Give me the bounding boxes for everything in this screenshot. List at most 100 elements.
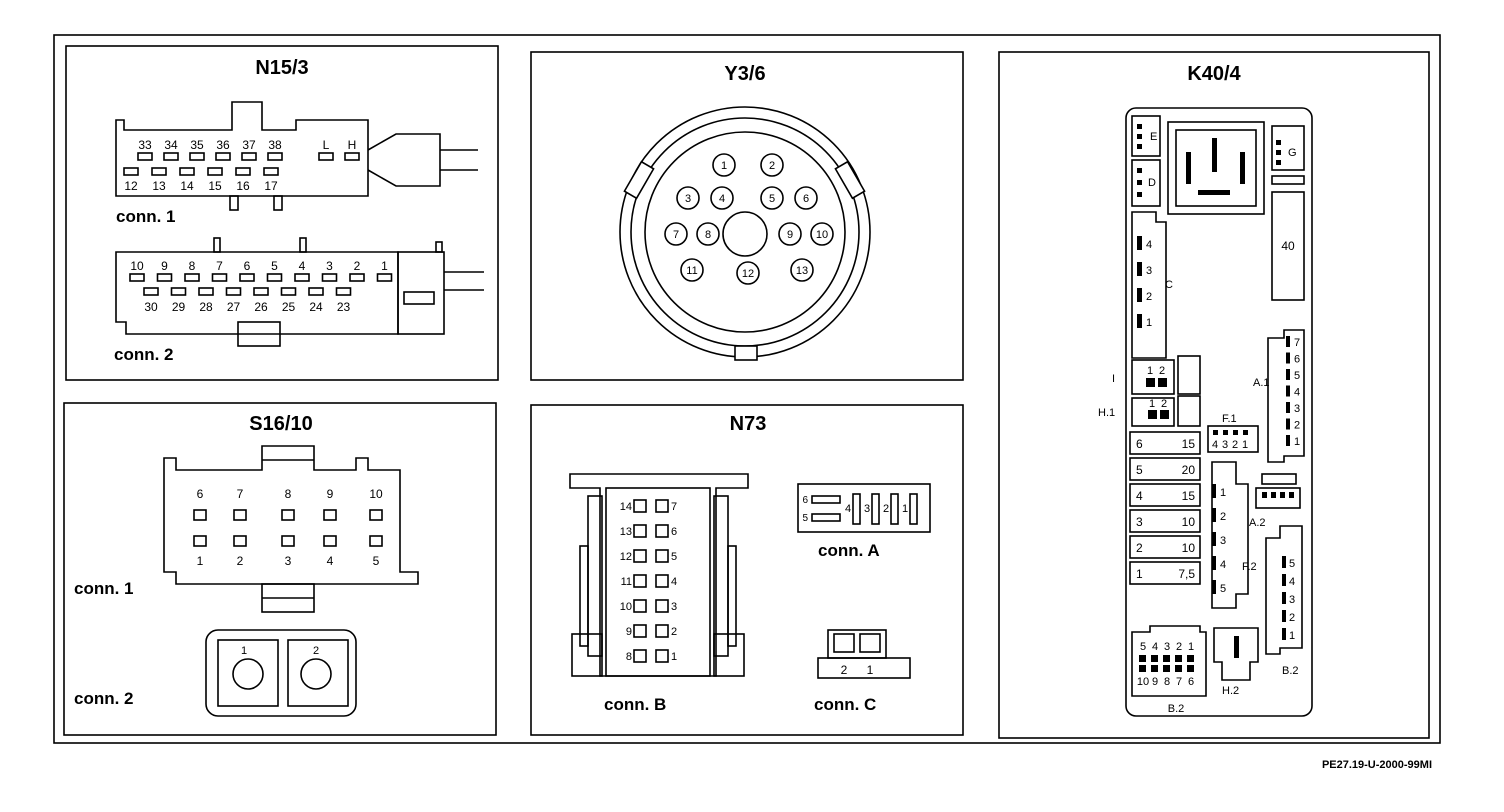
pin — [1243, 430, 1248, 435]
pin-label: 7 — [1294, 337, 1300, 349]
pin-label: 8 — [705, 229, 711, 241]
pin — [633, 599, 647, 613]
panel-title: S16/10 — [249, 413, 312, 435]
pin — [335, 287, 352, 296]
pin — [1137, 314, 1142, 328]
pin-label: 9 — [787, 229, 793, 241]
pin — [655, 499, 669, 513]
pin-label: 5 — [373, 554, 380, 568]
pin — [794, 186, 818, 210]
pin-label: 2 — [1146, 291, 1152, 303]
pin — [193, 509, 207, 521]
pin — [1139, 665, 1146, 672]
pin-label: 6 — [802, 495, 808, 506]
pin — [323, 509, 337, 521]
pin-label: 4 — [1212, 439, 1218, 451]
pin-label: 13 — [152, 179, 166, 193]
pin-label: 1 — [1242, 439, 1248, 451]
pin-label: 12 — [124, 179, 138, 193]
pin-label: 1 — [1294, 436, 1300, 448]
pin-label: 26 — [254, 300, 268, 314]
pin — [760, 186, 784, 210]
pin — [193, 535, 207, 547]
panel-title: N73 — [730, 413, 767, 435]
pin — [712, 153, 736, 177]
panel-title: N15/3 — [255, 57, 308, 79]
pin-label: 7 — [671, 501, 677, 513]
pin — [294, 273, 310, 282]
pin — [1286, 336, 1290, 347]
pin-label: 24 — [309, 300, 323, 314]
pin — [680, 258, 704, 282]
pin — [736, 261, 760, 285]
pin — [198, 287, 214, 296]
pin-label: 2 — [1161, 398, 1167, 410]
pin — [1137, 288, 1142, 302]
pin — [696, 222, 720, 246]
pin — [1146, 378, 1155, 387]
pin-label: 25 — [282, 300, 296, 314]
fuse — [1129, 561, 1201, 585]
k40-board — [1125, 107, 1313, 717]
panel-title: K40/4 — [1187, 63, 1241, 85]
pin-label: 5 — [1294, 370, 1300, 382]
panel-frame — [63, 402, 497, 736]
pin-label: 10 — [620, 601, 632, 613]
pin-label: 3 — [1294, 403, 1300, 415]
pin — [321, 273, 338, 282]
pin-label: 7 — [673, 229, 679, 241]
pin-label: 3 — [1222, 439, 1228, 451]
pin-label: 17 — [264, 179, 278, 193]
pin-label: 2 — [1294, 420, 1300, 432]
pin — [233, 509, 247, 521]
k40-label-b2-right: B.2 — [1282, 665, 1299, 677]
k40-connector-h1 — [1131, 397, 1175, 427]
fuse-rating: 10 — [1182, 541, 1196, 555]
pin — [129, 273, 145, 282]
pin — [633, 549, 647, 563]
pin-label: 2 — [237, 554, 244, 568]
pin — [1212, 484, 1216, 498]
pin-label: 9 — [1152, 676, 1158, 688]
pin — [1148, 410, 1157, 419]
connector-label: conn. B — [604, 695, 666, 714]
pin-label: 6 — [671, 526, 677, 538]
pin — [189, 152, 205, 161]
pin-label: 7 — [216, 259, 223, 273]
pin — [215, 152, 231, 161]
pin-label: 2 — [841, 663, 848, 677]
pin — [655, 524, 669, 538]
pin-label: 2 — [1289, 612, 1295, 624]
pin — [1212, 580, 1216, 594]
pin — [633, 649, 647, 663]
pin — [241, 152, 257, 161]
k40-label-d: D — [1148, 177, 1156, 189]
pin — [1282, 628, 1286, 640]
fuse — [1129, 457, 1201, 481]
pin-label: 7 — [237, 487, 244, 501]
pin-label: 6 — [244, 259, 251, 273]
pin — [1286, 385, 1290, 397]
pin-label: 6 — [197, 487, 204, 501]
pin-label: 1 — [1188, 641, 1194, 653]
pin-label: 35 — [190, 138, 204, 152]
pin-label: 1 — [867, 663, 874, 677]
pin — [1187, 665, 1194, 672]
pin-label: 14 — [180, 179, 194, 193]
pin — [633, 499, 647, 513]
k40-label-i: I — [1112, 373, 1115, 385]
pin-label: 4 — [671, 576, 677, 588]
pin-label: 7 — [1176, 676, 1182, 688]
pin-label: 2 — [671, 626, 677, 638]
fuse — [1129, 483, 1201, 507]
pin-label: 12 — [620, 551, 632, 563]
pin-label: 4 — [299, 259, 306, 273]
pin-label: 9 — [626, 626, 632, 638]
pin-label: 1 — [197, 554, 204, 568]
pin — [369, 509, 383, 521]
pin — [323, 535, 337, 547]
k40-relay-40 — [1271, 191, 1305, 301]
pin-label: 10 — [1137, 676, 1149, 688]
